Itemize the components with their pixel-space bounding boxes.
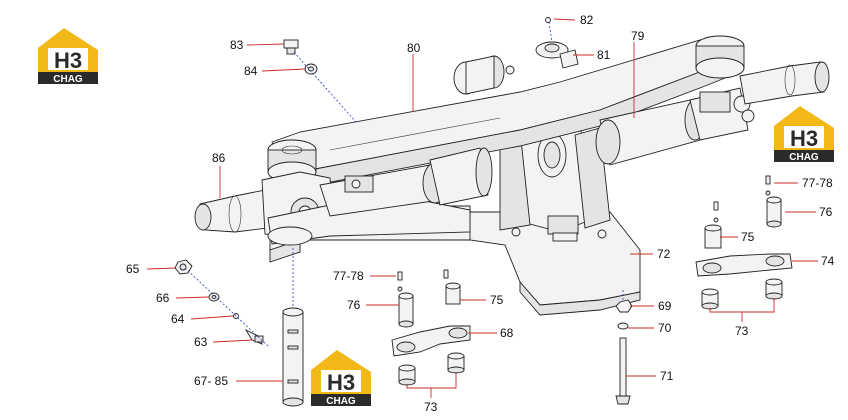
callout-80: 80 [407,41,421,55]
callout-73-left: 73 [424,400,438,414]
svg-text:H3: H3 [54,48,82,73]
shaft-67-85 [282,307,304,407]
bolt-75-left [443,269,461,305]
washer-70 [617,322,629,330]
callout-73-right: 73 [735,324,749,338]
callout-64: 64 [171,312,185,326]
bolt-75-right [704,201,722,249]
axle-tube-left [319,147,493,217]
callout-83: 83 [230,38,244,52]
brand-logo-right: H3 CHAG [774,106,834,163]
bushing-76-right [766,196,782,228]
brand-logo-bottom: H3 CHAG [311,350,371,407]
bearing-bracket [535,17,579,69]
callout-77-78-left: 77-78 [333,269,364,283]
leader-lines [146,18,818,398]
callout-72: 72 [657,247,671,261]
callout-74: 74 [821,254,835,268]
bushing-73-right-a [701,288,719,310]
callout-82: 82 [580,13,594,27]
callout-84: 84 [244,64,258,78]
callout-69: 69 [658,299,672,313]
bushing-73-right-b [765,278,783,300]
callout-77-78-right: 77-78 [802,176,833,190]
axle-tube-right [595,87,755,166]
callout-67-85: 67- 85 [194,374,228,388]
callout-75-left: 75 [490,293,504,307]
callout-65: 65 [126,262,140,276]
bushing-73-left-b [447,352,465,374]
link-arm-74 [695,253,793,277]
nut-69 [615,299,633,313]
svg-text:H3: H3 [327,370,355,395]
callout-63: 63 [194,335,208,349]
svg-text:H3: H3 [790,126,818,151]
assembly-axis-left [184,267,269,347]
callout-76-right: 76 [819,205,833,219]
svg-text:CHAG: CHAG [789,152,819,163]
bolt-63 [244,328,264,345]
pivot-bushing [453,55,515,95]
callout-75-right: 75 [741,230,755,244]
svg-text:CHAG: CHAG [326,396,356,407]
svg-text:CHAG: CHAG [53,74,83,85]
bolt-77-78-right [765,175,771,196]
bushing-76-left [398,292,414,328]
callout-71: 71 [660,369,674,383]
bolt-77-78-left [397,271,403,292]
nut-84 [304,63,318,75]
callout-70: 70 [658,321,672,335]
callout-66: 66 [156,291,170,305]
bolt-71 [615,337,631,405]
right-axle-stub [739,61,830,105]
link-arm-68 [391,325,471,357]
callout-76-left: 76 [347,298,361,312]
callout-81: 81 [597,48,611,62]
washer-66 [208,292,220,302]
brand-logo-top-left: H3 CHAG [38,28,98,85]
callout-86: 86 [212,151,226,165]
assembly-axis-83 [293,51,357,123]
callout-68: 68 [500,326,514,340]
bushing-73-left-a [398,364,416,386]
upper-knuckle-right [695,35,745,79]
pin-83 [283,39,299,55]
callout-79: 79 [631,29,645,43]
